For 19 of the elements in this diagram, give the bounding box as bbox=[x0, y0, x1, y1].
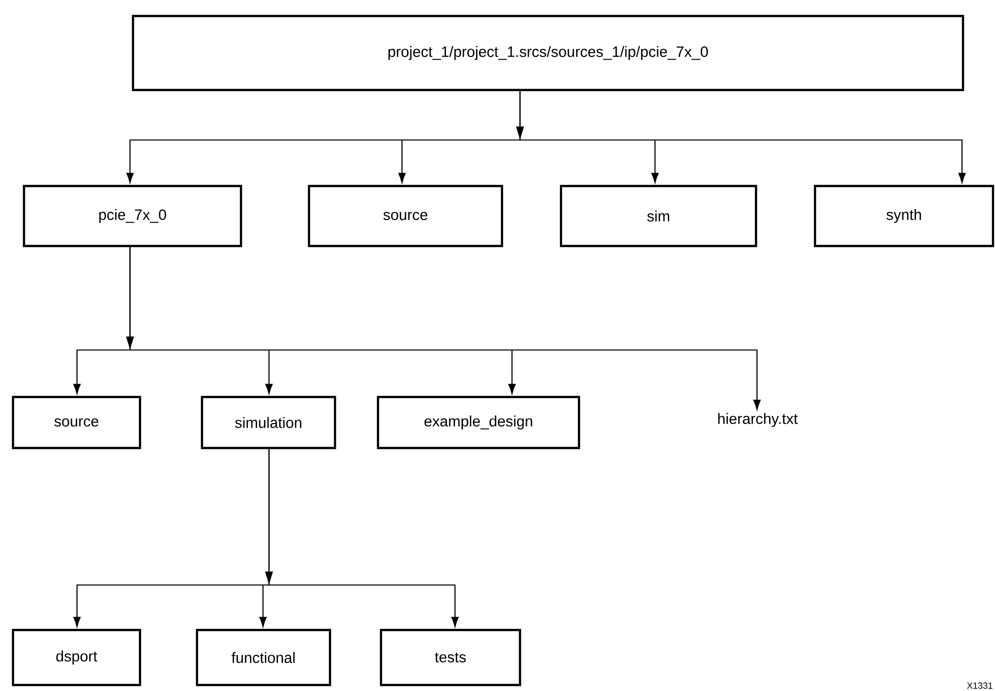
folder-box: sim bbox=[560, 184, 758, 248]
folder-box: synth bbox=[814, 184, 994, 248]
folder-box: simulation bbox=[200, 396, 336, 450]
arrowhead bbox=[516, 126, 524, 140]
folder-box: tests bbox=[380, 628, 522, 686]
file-name: hierarchy.txt bbox=[718, 413, 798, 427]
arrow bbox=[268, 449, 459, 627]
folder-box: project_1/project_1.srcs/sources_1/ip/pcie_7x_0 bbox=[132, 14, 964, 92]
figure-number: X1331 bbox=[967, 682, 992, 689]
folder-box: dsport bbox=[12, 628, 142, 686]
arrow bbox=[519, 91, 966, 183]
folder-box: pcie_7x_0 bbox=[22, 184, 242, 248]
arrowhead bbox=[265, 572, 273, 584]
folder-box: functional bbox=[196, 628, 332, 686]
arrowhead bbox=[126, 336, 134, 350]
folder-box: example_design bbox=[376, 396, 580, 450]
folder-box: source bbox=[308, 184, 504, 248]
arrow bbox=[129, 247, 761, 410]
folder-box: source bbox=[12, 396, 142, 450]
